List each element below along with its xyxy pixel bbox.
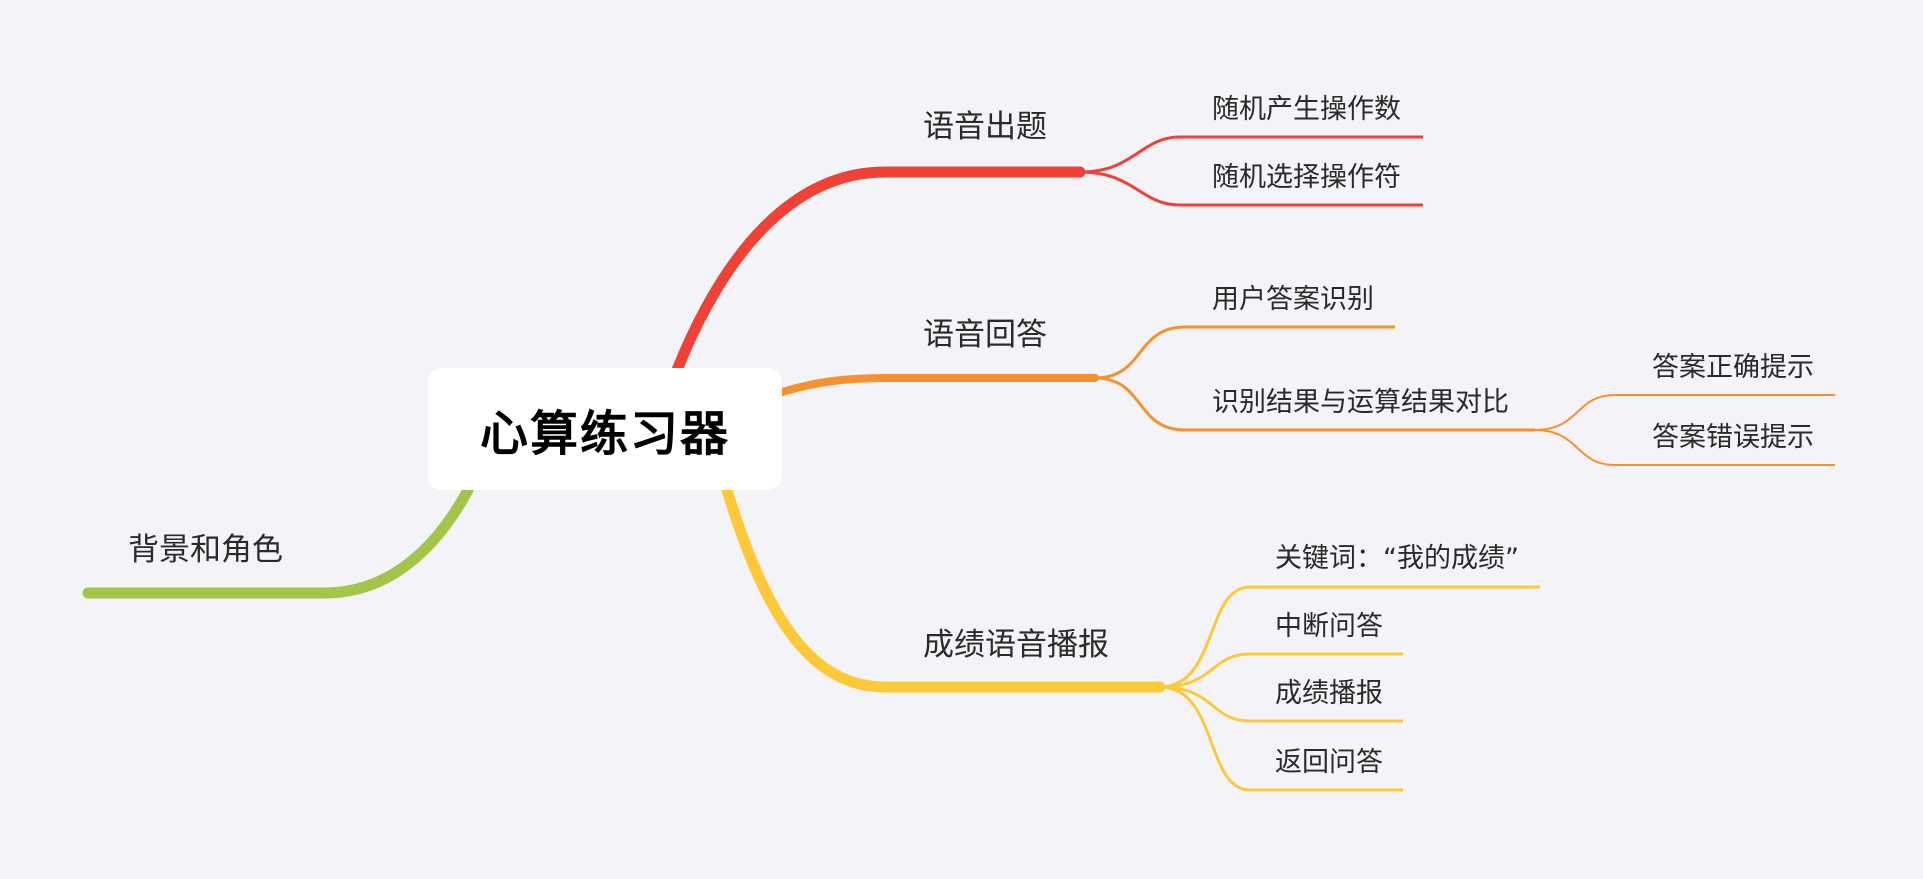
connector-compare-to-correct bbox=[1534, 394, 1835, 431]
topic-correct-hint[interactable]: 答案正确提示 bbox=[1652, 352, 1814, 383]
topic-wrong-hint[interactable]: 答案错误提示 bbox=[1652, 422, 1814, 453]
topic-score-broadcast[interactable]: 成绩语音播报 bbox=[923, 627, 1109, 663]
connector-voice-question-to-operand bbox=[1079, 135, 1423, 174]
topic-result-compare[interactable]: 识别结果与运算结果对比 bbox=[1212, 387, 1509, 418]
connector-root-to-voice-question bbox=[671, 166, 1086, 376]
topic-score-report[interactable]: 成绩播报 bbox=[1275, 678, 1383, 709]
topic-background-roles[interactable]: 背景和角色 bbox=[128, 532, 283, 568]
connector-voice-answer-to-compare bbox=[1094, 376, 1535, 432]
topic-answer-recognition[interactable]: 用户答案识别 bbox=[1212, 284, 1374, 315]
topic-voice-question[interactable]: 语音出题 bbox=[923, 109, 1047, 145]
root-topic[interactable]: 心算练习器 bbox=[428, 368, 782, 490]
topic-random-operator[interactable]: 随机选择操作符 bbox=[1212, 162, 1401, 193]
topic-keyword[interactable]: 关键词：“我的成绩” bbox=[1275, 543, 1519, 574]
topic-voice-answer[interactable]: 语音回答 bbox=[923, 317, 1047, 353]
root-topic-title: 心算练习器 bbox=[479, 406, 730, 462]
connector-voice-answer-to-recognition bbox=[1094, 325, 1395, 380]
connector-score-to-report bbox=[1159, 685, 1403, 723]
topic-return-qa[interactable]: 返回问答 bbox=[1275, 747, 1383, 778]
connector-root-to-voice-answer bbox=[778, 374, 1099, 396]
connector-compare-to-wrong bbox=[1534, 429, 1835, 466]
connector-voice-question-to-operator bbox=[1079, 170, 1423, 207]
connector-root-to-background-roles bbox=[82, 484, 474, 599]
connector-score-to-return bbox=[1159, 685, 1403, 792]
topic-interrupt-qa[interactable]: 中断问答 bbox=[1275, 611, 1383, 642]
connector-score-to-interrupt bbox=[1159, 652, 1403, 689]
connector-root-to-score-broadcast bbox=[721, 484, 1166, 693]
topic-random-operand[interactable]: 随机产生操作数 bbox=[1212, 94, 1401, 125]
connector-score-to-keyword bbox=[1159, 585, 1540, 689]
